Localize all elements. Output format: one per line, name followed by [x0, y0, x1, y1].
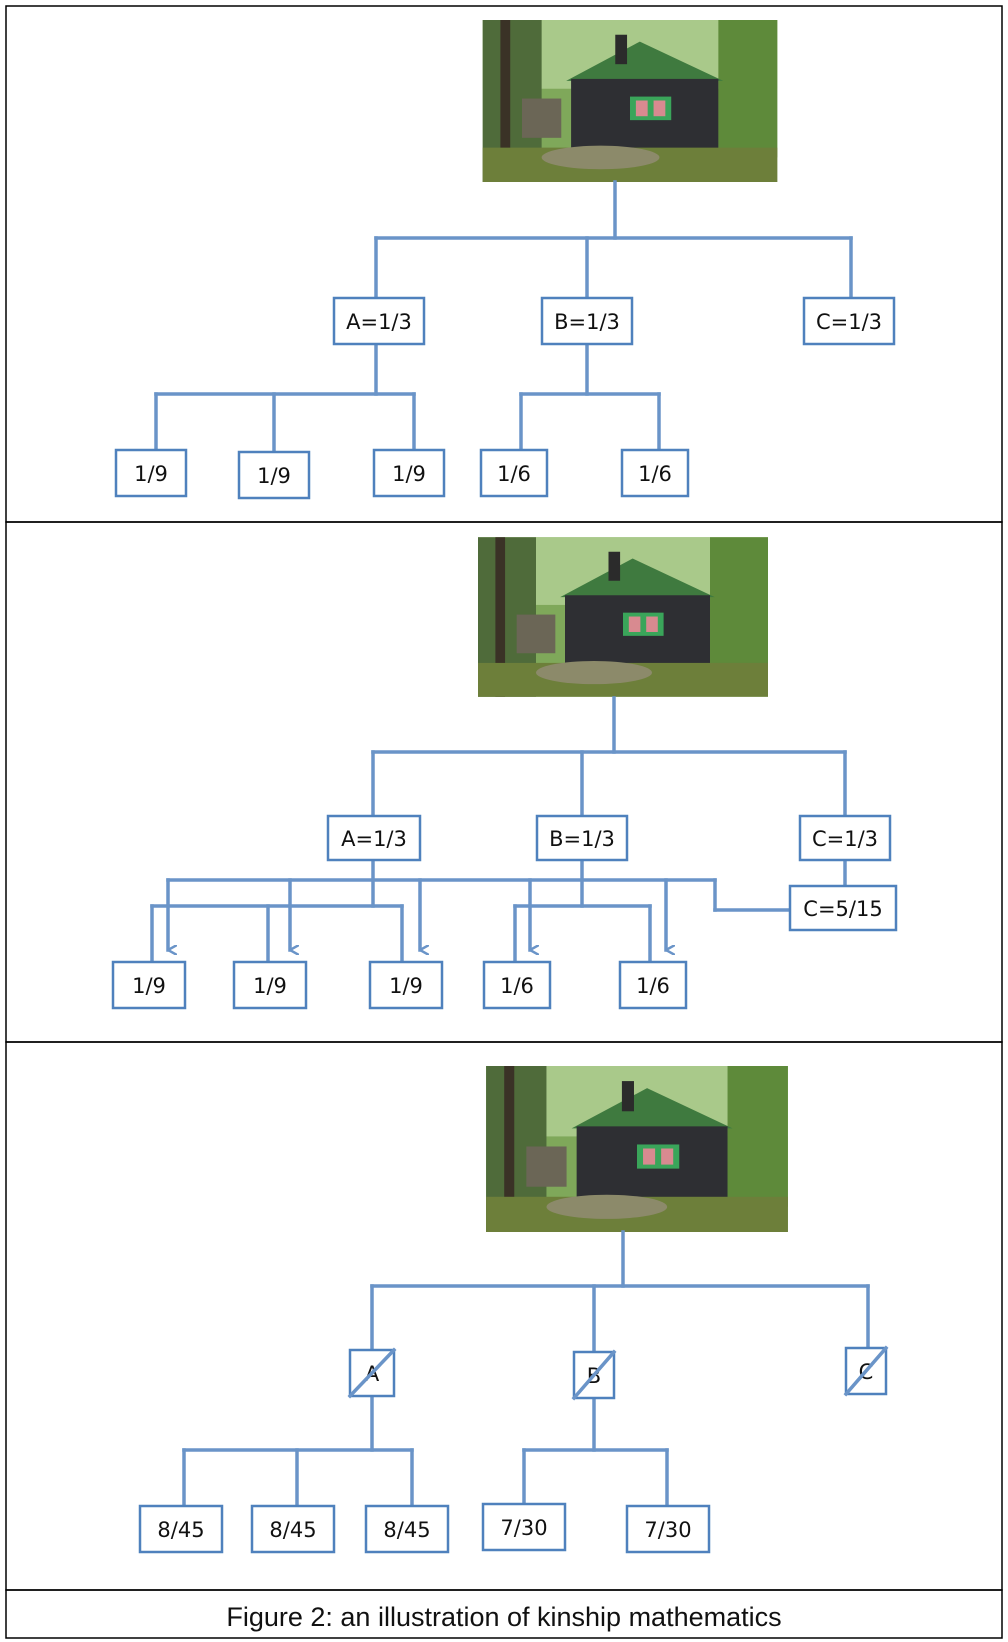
- child-box: 7/30: [481, 1502, 567, 1552]
- child-label: 1/6: [497, 462, 531, 486]
- parent-label: B=1/3: [554, 310, 620, 334]
- child-label: 1/9: [253, 974, 287, 998]
- parent-label: B=1/3: [549, 827, 615, 851]
- figure-caption: Figure 2: an illustration of kinship mat…: [226, 1602, 781, 1632]
- child-label: 8/45: [383, 1518, 430, 1542]
- panel-3: A B C 8/45 8/45 8/45 7/30: [138, 1066, 889, 1554]
- parent-label: A=1/3: [341, 827, 407, 851]
- child-box: 8/45: [364, 1504, 450, 1554]
- child-label: 1/9: [392, 462, 426, 486]
- child-box: 1/9: [368, 960, 444, 1010]
- child-label: 1/9: [134, 462, 168, 486]
- parent-label: C=1/3: [812, 827, 878, 851]
- parent-label: A=1/3: [346, 310, 412, 334]
- child-label: 1/6: [636, 974, 670, 998]
- cabin-image: [486, 1066, 788, 1232]
- child-box: 1/9: [237, 450, 311, 500]
- cabin-image: [482, 20, 778, 182]
- parent-box-c: C=1/3: [798, 814, 892, 862]
- parent-label: C=1/3: [816, 310, 882, 334]
- child-box: 1/6: [482, 960, 552, 1010]
- child-box: 1/9: [111, 960, 187, 1010]
- child-box: 1/9: [372, 448, 446, 498]
- child-label: 1/9: [389, 974, 423, 998]
- child-label: 1/9: [257, 464, 291, 488]
- child-label: 7/30: [500, 1516, 547, 1540]
- child-label: 8/45: [157, 1518, 204, 1542]
- child-box: 1/9: [232, 960, 308, 1010]
- c-share-label: C=5/15: [803, 897, 882, 921]
- caption-border: [5, 1589, 1003, 1639]
- c-share-box: C=5/15: [788, 884, 898, 932]
- parent-box-b-crossed: B: [571, 1349, 617, 1401]
- child-box: 1/6: [479, 448, 549, 498]
- parent-box-c: C=1/3: [802, 296, 896, 346]
- child-box: 1/9: [114, 448, 188, 498]
- panel-1: A=1/3 B=1/3 C=1/3 1/9 1/9 1/9 1/6 1/6: [114, 20, 896, 500]
- child-box: 1/6: [620, 448, 690, 498]
- parent-box-b: B=1/3: [540, 296, 634, 346]
- child-box: 8/45: [138, 1504, 224, 1554]
- parent-box-a: A=1/3: [326, 814, 422, 862]
- cabin-image: [478, 537, 768, 697]
- child-label: 1/6: [638, 462, 672, 486]
- child-label: 1/6: [500, 974, 534, 998]
- parent-box-c-crossed: C: [843, 1345, 889, 1397]
- strike-line: [571, 1349, 617, 1401]
- child-label: 8/45: [269, 1518, 316, 1542]
- child-label: 1/9: [132, 974, 166, 998]
- child-box: 8/45: [250, 1504, 336, 1554]
- parent-box-a-crossed: A: [347, 1347, 397, 1399]
- strike-line: [843, 1345, 889, 1397]
- parent-box-b: B=1/3: [535, 814, 629, 862]
- panel-2: A=1/3 B=1/3 C=1/3 C=5/15 1/9 1/9 1/9 1/: [111, 537, 898, 1010]
- parent-box-a: A=1/3: [332, 296, 426, 346]
- strike-line: [347, 1347, 397, 1399]
- child-box: 7/30: [625, 1504, 711, 1554]
- child-box: 1/6: [618, 960, 688, 1010]
- child-label: 7/30: [644, 1518, 691, 1542]
